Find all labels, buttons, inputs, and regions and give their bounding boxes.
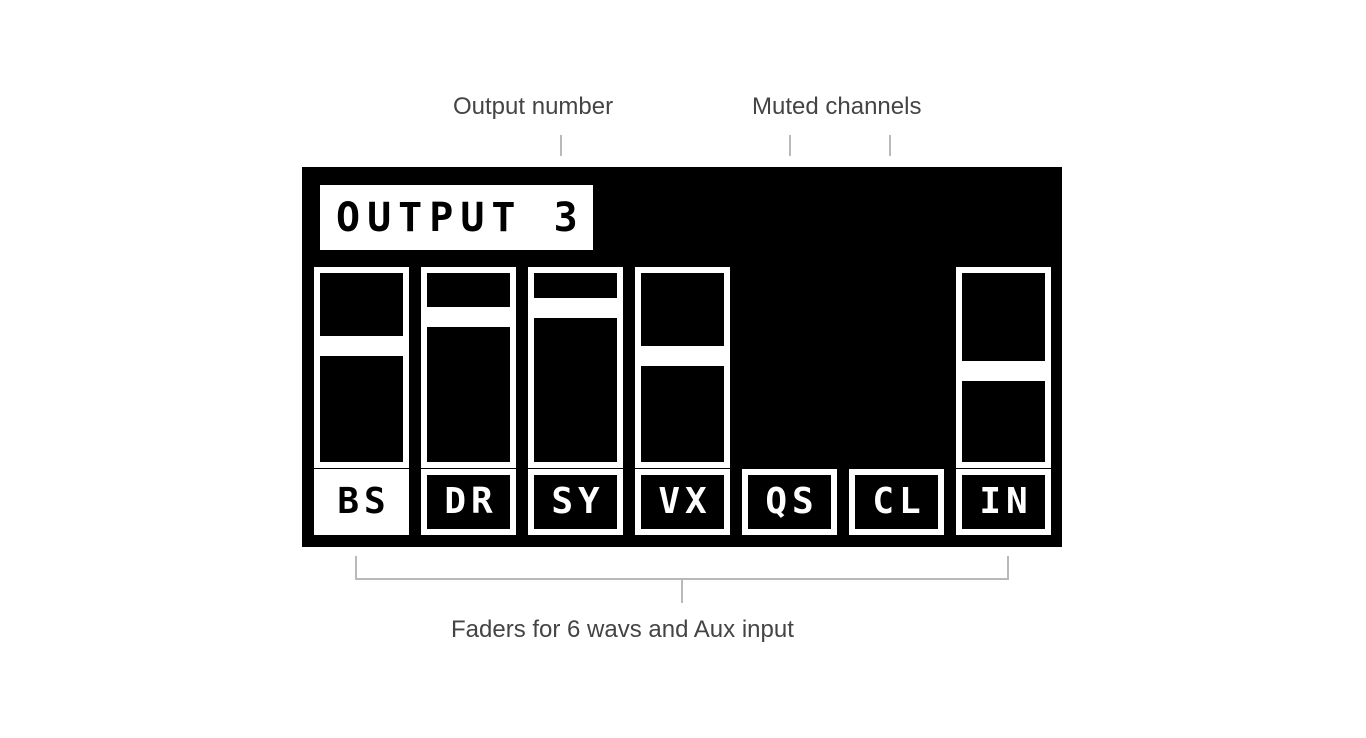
muted-channel-leader-qs bbox=[789, 135, 791, 156]
output-title: OUTPUT 3 bbox=[336, 194, 585, 241]
channel-label: VX bbox=[658, 481, 712, 522]
channel-label: QS bbox=[765, 481, 819, 522]
muted-channel-leader-cl bbox=[889, 135, 891, 156]
channel-label-box-sy[interactable]: SY bbox=[528, 469, 623, 535]
fader-track-in[interactable] bbox=[956, 267, 1051, 468]
channel-label-box-qs[interactable]: QS bbox=[742, 469, 837, 535]
fader-handle-dr[interactable] bbox=[427, 307, 510, 327]
muted-channels-annotation: Muted channels bbox=[752, 93, 922, 120]
faders-bracket-stem bbox=[681, 580, 683, 603]
output-number-leader bbox=[560, 135, 562, 156]
channel-label: BS bbox=[337, 481, 391, 522]
channel-label-box-in[interactable]: IN bbox=[956, 469, 1051, 535]
fader-track-bs[interactable] bbox=[314, 267, 409, 468]
channel-label-box-cl[interactable]: CL bbox=[849, 469, 944, 535]
output-number-annotation: Output number bbox=[453, 93, 614, 120]
channel-label: DR bbox=[444, 481, 498, 522]
fader-handle-sy[interactable] bbox=[534, 298, 617, 318]
channel-label: SY bbox=[551, 481, 605, 522]
faders-bracket-right bbox=[1007, 556, 1009, 580]
fader-track-vx[interactable] bbox=[635, 267, 730, 468]
device-screen: OUTPUT 3 BS DR SY VX QS CL IN bbox=[302, 167, 1062, 547]
fader-handle-vx[interactable] bbox=[641, 346, 724, 366]
output-title-box: OUTPUT 3 bbox=[320, 185, 593, 250]
channel-label-box-dr[interactable]: DR bbox=[421, 469, 516, 535]
fader-handle-bs[interactable] bbox=[320, 336, 403, 356]
channel-label-box-bs[interactable]: BS bbox=[314, 469, 409, 535]
fader-track-sy[interactable] bbox=[528, 267, 623, 468]
channel-label: CL bbox=[872, 481, 926, 522]
faders-bracket-left bbox=[355, 556, 357, 580]
fader-handle-in[interactable] bbox=[962, 361, 1045, 381]
channel-label: IN bbox=[979, 481, 1033, 522]
faders-annotation: Faders for 6 wavs and Aux input bbox=[451, 616, 794, 643]
faders-bracket-bar bbox=[355, 578, 1009, 580]
fader-track-dr[interactable] bbox=[421, 267, 516, 468]
channel-label-box-vx[interactable]: VX bbox=[635, 469, 730, 535]
